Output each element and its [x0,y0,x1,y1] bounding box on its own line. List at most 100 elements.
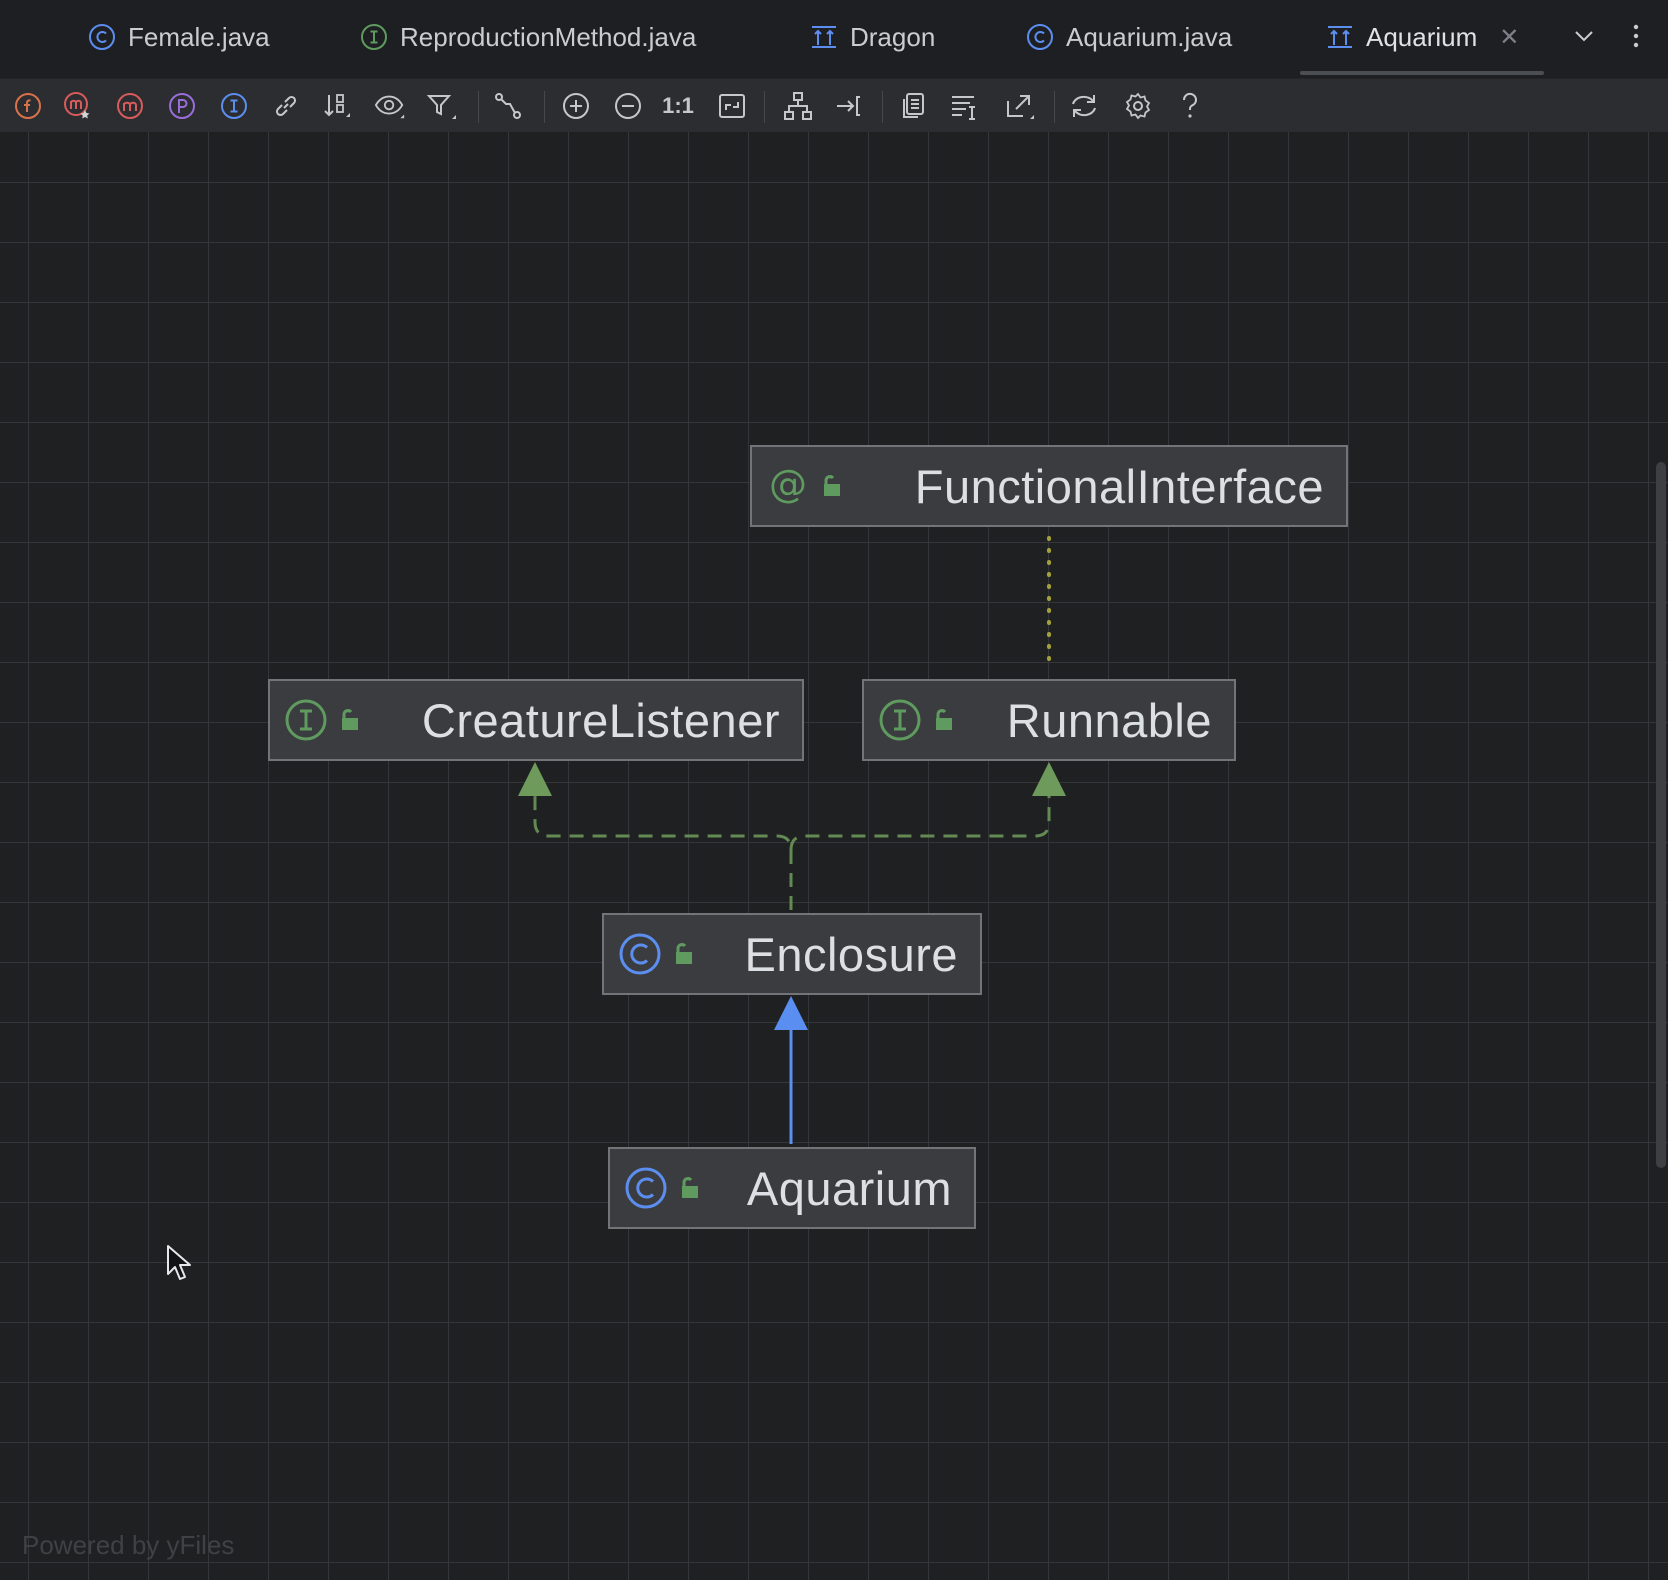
export-icon [1007,95,1034,119]
tab-label: ReproductionMethod.java [400,21,697,52]
tab-list-button[interactable] [1566,18,1602,54]
inner-classes-icon [221,93,247,119]
methods-button[interactable] [114,90,146,122]
node-runnable[interactable]: Runnable [862,679,1236,761]
toolbar-separator [478,91,479,123]
interface-icon [878,698,922,742]
fit-content-button[interactable] [716,90,748,122]
filter-button[interactable] [426,90,458,122]
visibility-button[interactable] [374,90,406,122]
properties-button[interactable] [166,90,198,122]
toolbar-separator [882,91,883,123]
node-enclosure[interactable]: Enclosure [602,913,982,995]
node-label: CreatureListener [421,693,780,747]
diagram-toolbar: 1:1 [0,78,1668,133]
methods-icon [117,93,143,119]
tab-female-java[interactable]: Female.java [88,0,270,74]
copy-icon [903,93,924,118]
public-lock-icon [668,939,698,969]
tab-dragon[interactable]: Dragon [810,0,935,74]
apply-layout-button[interactable] [834,90,866,122]
interface-icon [284,698,328,742]
edge-enclosure-runnable [789,792,1051,851]
apply-layout-icon [837,96,860,116]
toolbar-separator [1054,91,1055,123]
class-icon [618,932,662,976]
arrowhead-runnable [1032,762,1066,796]
copy-diagram-button[interactable] [898,90,930,122]
edge-mode-icon [495,93,521,119]
properties-icon [169,93,195,119]
zoom-in-button[interactable] [560,90,592,122]
inner-classes-button[interactable] [218,90,250,122]
arrowhead-enclosure [774,996,808,1030]
close-icon[interactable]: ✕ [1499,23,1520,51]
filter-icon [426,95,456,119]
refresh-button[interactable] [1068,90,1100,122]
show-members-icon [952,96,975,120]
constructors-button[interactable] [62,90,94,122]
sort-button[interactable] [322,90,354,122]
annotation-icon: @ [766,464,810,508]
node-functionalinterface[interactable]: @ FunctionalInterface [750,445,1348,527]
diagram-edges [518,536,1066,1144]
tab-aquarium-java[interactable]: Aquarium.java [1026,0,1232,74]
node-label: Runnable [1006,693,1212,747]
fields-button[interactable] [12,90,44,122]
constructors-icon [64,92,90,119]
class-icon [624,1166,668,1210]
class-icon [1026,23,1054,51]
public-lock-icon [674,1173,704,1203]
node-label: Aquarium [746,1161,952,1215]
gear-icon [1125,92,1151,120]
public-lock-icon [816,471,846,501]
tab-label: Female.java [128,21,270,52]
help-icon [1182,92,1197,118]
help-button[interactable] [1174,90,1206,122]
actual-size-label: 1:1 [662,93,694,118]
fit-content-icon [719,94,745,118]
tab-aquarium-diagram[interactable]: Aquarium ✕ [1326,0,1519,74]
export-button[interactable] [1004,90,1036,122]
node-label: Enclosure [744,927,958,981]
tab-label: Aquarium [1366,21,1478,52]
editor-tab-bar: Female.java ReproductionMethod.java Drag… [0,0,1668,78]
hierarchy-layout-icon [784,92,812,120]
edge-enclosure-creaturelistener [533,792,793,910]
more-vertical-icon [1633,24,1639,48]
diagram-icon [810,23,838,51]
zoom-out-icon [615,93,641,119]
edge-mode-button[interactable] [492,90,524,122]
node-aquarium[interactable]: Aquarium [608,1147,976,1229]
fields-icon [15,93,41,119]
show-members-button[interactable] [950,90,982,122]
node-label: FunctionalInterface [914,459,1324,513]
layout-button[interactable] [782,90,814,122]
chevron-down-icon [1575,31,1593,42]
interface-icon [360,23,388,51]
zoom-in-icon [563,93,589,119]
public-lock-icon [334,705,364,735]
tab-reproductionmethod-java[interactable]: ReproductionMethod.java [360,0,696,74]
sort-icon [324,94,350,117]
svg-text:@: @ [769,464,807,506]
mouse-cursor-icon [167,1245,191,1280]
toolbar-separator [764,91,765,123]
active-tab-indicator [1300,71,1544,75]
tab-label: Dragon [850,21,936,52]
actual-size-button[interactable]: 1:1 [662,90,694,122]
zoom-out-button[interactable] [612,90,644,122]
dependencies-button[interactable] [270,90,302,122]
eye-icon [374,95,405,119]
diagram-icon [1326,23,1354,51]
vertical-scrollbar[interactable] [1656,462,1666,1168]
diagram-canvas[interactable]: @ FunctionalInterface CreatureListener R… [0,132,1668,1580]
link-icon [275,95,297,117]
powered-by-watermark: Powered by yFiles [22,1530,235,1560]
toolbar-separator [544,91,545,123]
arrowhead-creaturelistener [518,762,552,796]
settings-button[interactable] [1122,90,1154,122]
public-lock-icon [928,705,958,735]
node-creaturelistener[interactable]: CreatureListener [268,679,804,761]
more-options-button[interactable] [1618,18,1654,54]
